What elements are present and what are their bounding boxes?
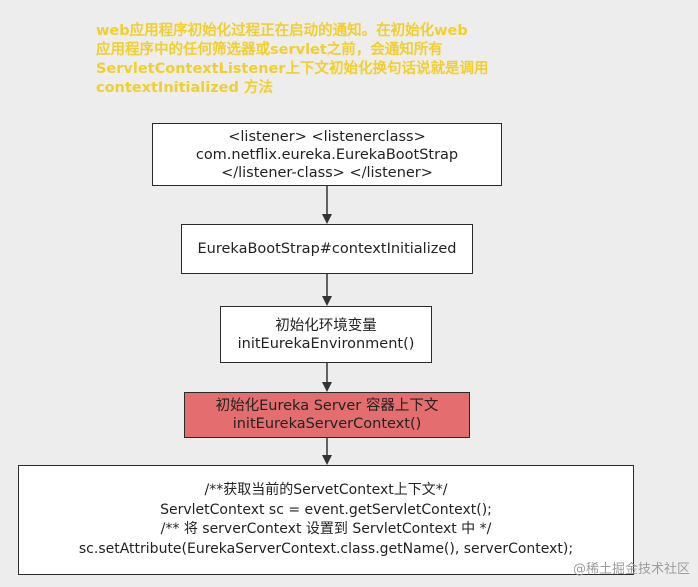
- listener-config-node: <listener> <listenerclass> com.netflix.e…: [152, 123, 502, 186]
- watermark-text: @稀土掘金技术社区: [572, 562, 690, 577]
- init-environment-label: 初始化环境变量 initEurekaEnvironment(): [237, 317, 415, 352]
- init-environment-node: 初始化环境变量 initEurekaEnvironment(): [220, 306, 432, 363]
- set-attribute-code-node: /**获取当前的ServetContext上下文*/ ServletContex…: [18, 465, 634, 575]
- listener-config-label: <listener> <listenerclass> com.netflix.e…: [195, 128, 459, 181]
- context-initialized-node: EurekaBootStrap#contextInitialized: [181, 224, 473, 274]
- set-attribute-code-label: /**获取当前的ServetContext上下文*/ ServletContex…: [78, 482, 574, 557]
- context-initialized-label: EurekaBootStrap#contextInitialized: [197, 241, 457, 257]
- init-server-context-node: 初始化Eureka Server 容器上下文 initEurekaServerC…: [184, 392, 470, 438]
- init-server-context-label: 初始化Eureka Server 容器上下文 initEurekaServerC…: [215, 398, 439, 432]
- startup-notification-note: web应用程序初始化过程正在启动的通知。在初始化web 应用程序中的任何筛选器或…: [96, 23, 489, 96]
